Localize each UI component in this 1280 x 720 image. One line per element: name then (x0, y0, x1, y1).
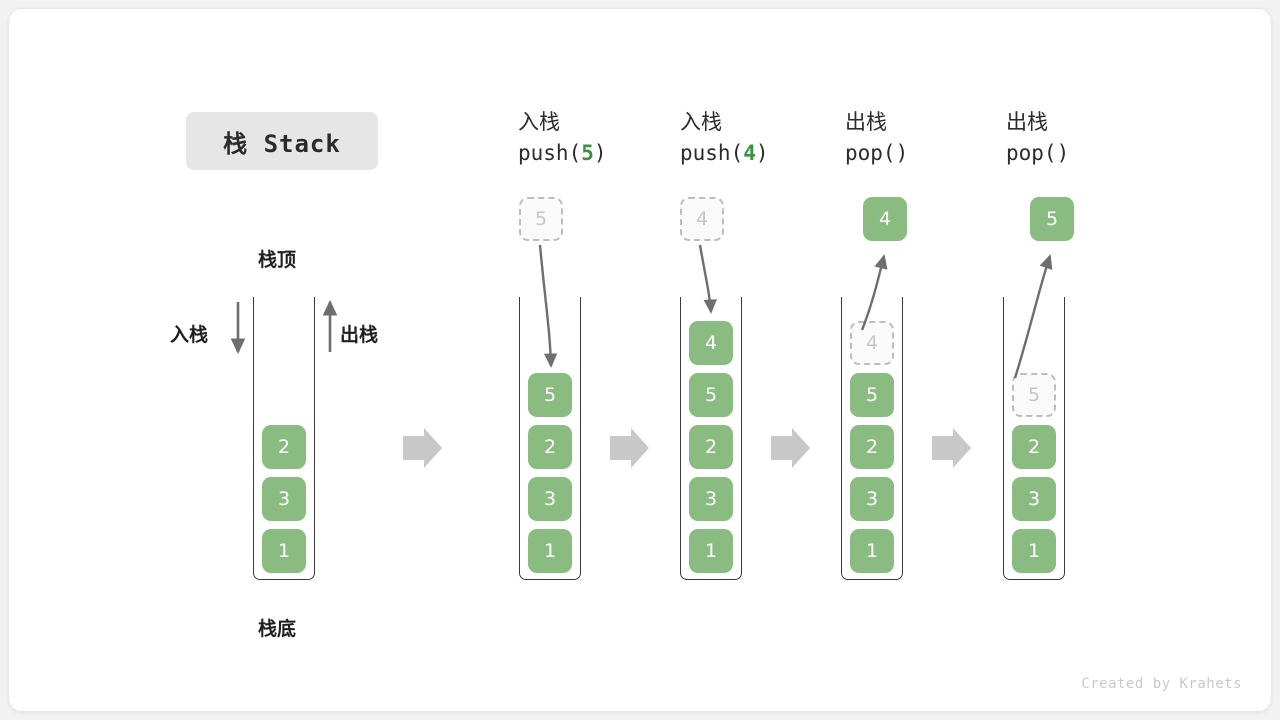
step-caption-pop-5: 出栈 pop() (1006, 107, 1176, 169)
stack-cell: 2 (689, 425, 733, 469)
step-caption-push-4: 入栈 push(4) (680, 107, 850, 169)
popped-element-5: 5 (1030, 197, 1074, 241)
step-caption-code: pop() (1006, 137, 1176, 169)
stack-cell: 1 (689, 529, 733, 573)
stack-cell: 3 (850, 477, 894, 521)
step-caption-cn: 入栈 (518, 110, 560, 134)
popped-element-4: 4 (863, 197, 907, 241)
code-prefix: push( (680, 141, 744, 165)
step-caption-code: pop() (845, 137, 1015, 169)
stack-cells: 5 2 3 1 (519, 373, 581, 573)
stack-cells: 4 5 2 3 1 (680, 321, 742, 573)
stack-container-walls (841, 297, 903, 580)
stack-top-label: 栈顶 (258, 249, 297, 271)
step-caption-code: push(5) (518, 137, 688, 169)
code-suffix: ) (755, 141, 769, 165)
code-value: 5 (581, 141, 594, 165)
stack-cell: 3 (528, 477, 572, 521)
stack-cell-ghost: 5 (1012, 373, 1056, 417)
step-caption-cn: 出栈 (845, 110, 887, 134)
code-value: 4 (743, 141, 756, 165)
code-suffix: ) (1056, 141, 1070, 165)
stack-cell: 1 (528, 529, 572, 573)
push-direction-label: 入栈 (170, 324, 209, 346)
incoming-element-5: 5 (519, 197, 563, 241)
stack-cell: 5 (528, 373, 572, 417)
stack-cells: 2 3 1 (253, 425, 315, 573)
stack-cells: 4 5 2 3 1 (841, 321, 903, 573)
stack-cell: 5 (689, 373, 733, 417)
stack-cell: 1 (262, 529, 306, 573)
step-caption-pop-4: 出栈 pop() (845, 107, 1015, 169)
step-caption-cn: 出栈 (1006, 110, 1048, 134)
stack-cell: 3 (689, 477, 733, 521)
step-caption-push-5: 入栈 push(5) (518, 107, 688, 169)
stack-cell: 3 (1012, 477, 1056, 521)
stack-cell: 2 (262, 425, 306, 469)
stack-cell: 2 (528, 425, 572, 469)
credit-text: Created by Krahets (1081, 676, 1242, 692)
code-suffix: ) (895, 141, 909, 165)
code-suffix: ) (593, 141, 607, 165)
stack-container-walls (680, 297, 742, 580)
pop-direction-label: 出栈 (340, 324, 379, 346)
stack-cell: 1 (1012, 529, 1056, 573)
step-caption-cn: 入栈 (680, 110, 722, 134)
incoming-element-4: 4 (680, 197, 724, 241)
stack-cell: 5 (850, 373, 894, 417)
code-prefix: push( (518, 141, 582, 165)
stack-bottom-label: 栈底 (258, 618, 297, 640)
stack-container-walls (519, 297, 581, 580)
figure-title-badge: 栈 Stack (186, 112, 378, 170)
code-prefix: pop( (1006, 141, 1057, 165)
stack-cell: 2 (850, 425, 894, 469)
stack-container-walls (1003, 297, 1065, 580)
stack-cells: 5 2 3 1 (1003, 373, 1065, 573)
stack-container-walls (253, 297, 315, 580)
stack-cell: 4 (689, 321, 733, 365)
step-caption-code: push(4) (680, 137, 850, 169)
stack-cell: 2 (1012, 425, 1056, 469)
code-prefix: pop( (845, 141, 896, 165)
stack-cell-ghost: 4 (850, 321, 894, 365)
stack-cell: 3 (262, 477, 306, 521)
stack-cell: 1 (850, 529, 894, 573)
